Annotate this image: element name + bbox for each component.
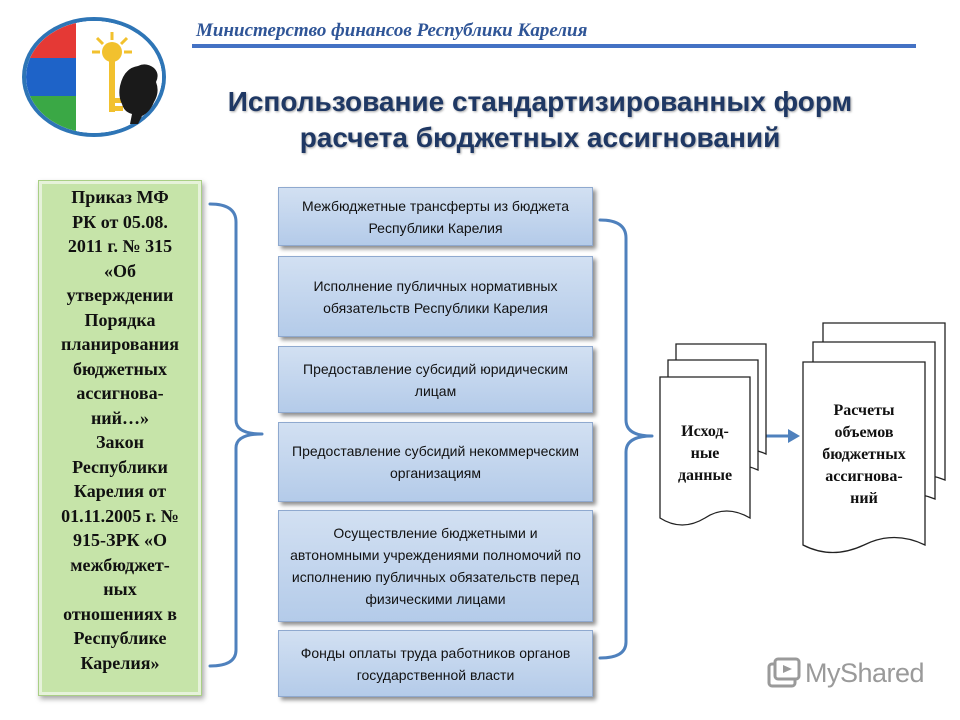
- item-salary-funds: Фонды оплаты труда работников органов го…: [278, 630, 593, 697]
- watermark-text: MyShared: [805, 658, 925, 688]
- ministry-name: Министерство финансов Республики Карелия: [196, 20, 588, 41]
- item-interbudget-transfers: Межбюджетные трансферты из бюджета Респу…: [278, 187, 593, 246]
- input-docs-line: Исход-: [681, 423, 729, 440]
- input-docs-line: данные: [677, 467, 733, 484]
- title-line-2: расчета бюджетных ассигнований: [299, 122, 781, 153]
- page-title: Использование стандартизированных форм р…: [150, 84, 930, 156]
- input-docs-label: Исход- ные данные: [662, 421, 748, 487]
- output-docs-stack: [802, 322, 946, 554]
- basis-line: «Об: [103, 260, 136, 281]
- output-docs-label: Расчеты объемов бюджетных ассигнова- ний: [805, 400, 923, 510]
- left-bracket: [208, 202, 264, 668]
- basis-line: РК от 05.08.: [72, 211, 168, 232]
- basis-line: Карелия»: [80, 652, 160, 673]
- basis-line: Республике: [73, 628, 167, 648]
- basis-line: отношениях в: [63, 603, 177, 624]
- basis-line: Приказ МФ: [71, 187, 169, 207]
- basis-line: Карелия от: [73, 481, 167, 501]
- output-docs-line: ний: [850, 490, 878, 507]
- basis-line: Республики: [72, 456, 168, 477]
- basis-line: Закон: [95, 432, 144, 452]
- item-subsidies-nonprofits: Предоставление субсидий некоммерческим о…: [278, 422, 593, 502]
- basis-line: Порядка: [84, 309, 156, 330]
- basis-line: ассигнова-: [76, 383, 164, 403]
- basis-line: 2011 г. № 315: [67, 236, 173, 256]
- sun-icon: [92, 32, 132, 112]
- output-docs-line: объемов: [834, 424, 894, 441]
- item-subsidies-legal-entities: Предоставление субсидий юридическим лица…: [278, 346, 593, 413]
- item-public-obligations: Исполнение публичных нормативных обязате…: [278, 256, 593, 337]
- basis-line: ний…»: [90, 407, 150, 428]
- myshared-logo-icon: [767, 657, 801, 688]
- basis-line: межбюджет-: [70, 554, 170, 575]
- right-bracket: [598, 218, 654, 660]
- basis-line: ных: [103, 579, 137, 599]
- legal-basis-text: Приказ МФ РК от 05.08. 2011 г. № 315 «Об…: [40, 185, 200, 675]
- karelia-emblem: [22, 17, 166, 137]
- basis-line: бюджетных: [73, 358, 167, 379]
- legal-basis-box: [38, 180, 202, 696]
- basis-line: 915-ЗРК «О: [72, 530, 168, 550]
- bear-icon: [119, 64, 158, 124]
- header-rule: [192, 44, 916, 48]
- title-line-1: Использование стандартизированных форм: [227, 86, 853, 117]
- basis-line: планирования: [61, 334, 179, 354]
- item-institution-obligations: Осуществление бюджетными и автономными у…: [278, 510, 593, 622]
- output-docs-line: Расчеты: [833, 402, 895, 419]
- output-docs-line: бюджетных: [822, 446, 906, 463]
- basis-line: 01.11.2005 г. №: [61, 505, 179, 526]
- input-docs-line: ные: [690, 445, 720, 462]
- output-docs-line: ассигнова-: [825, 468, 903, 485]
- basis-line: утверждении: [66, 285, 174, 305]
- input-docs-stack: [659, 343, 767, 526]
